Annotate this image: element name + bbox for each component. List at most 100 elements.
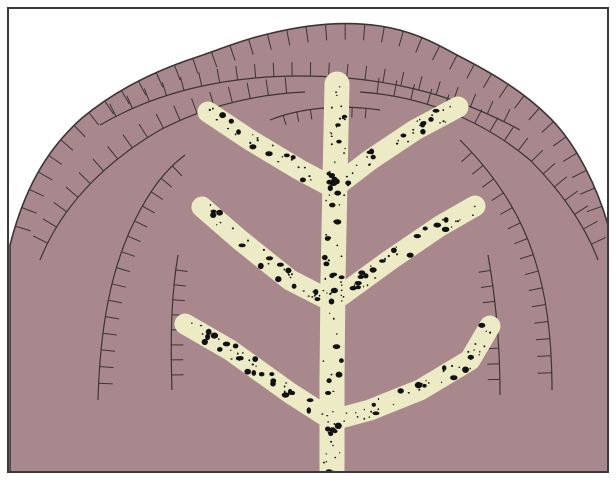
sediment-grain [472, 214, 474, 216]
sediment-grain [284, 154, 290, 158]
sediment-grain [339, 275, 345, 279]
sediment-grain [422, 121, 426, 125]
sediment-grain [328, 432, 330, 434]
sediment-grain [420, 129, 425, 134]
sediment-grain [218, 338, 220, 340]
sediment-grain [342, 117, 344, 119]
sediment-grain [369, 416, 370, 418]
sediment-grain [328, 185, 333, 191]
sediment-grain [336, 333, 337, 335]
sediment-grain [202, 333, 204, 335]
sediment-grain [347, 185, 349, 186]
sediment-grain [450, 375, 457, 380]
sediment-grain [212, 108, 214, 110]
sediment-grain [331, 143, 333, 145]
sediment-grain [418, 389, 420, 391]
sediment-grain [346, 176, 348, 178]
sediment-grain [343, 194, 345, 196]
sediment-grain [345, 181, 351, 186]
sediment-grain [465, 369, 467, 371]
sediment-grain [255, 366, 256, 367]
sediment-grain [329, 313, 330, 314]
sediment-grain [336, 140, 341, 144]
sediment-grain [310, 179, 312, 180]
sediment-grain [252, 356, 258, 362]
sediment-grain [443, 109, 445, 111]
sediment-grain [467, 351, 469, 353]
sediment-grain [371, 155, 376, 160]
sediment-grain [478, 323, 485, 328]
sediment-grain [334, 457, 336, 459]
sediment-grain [269, 372, 274, 376]
sediment-grain [325, 427, 331, 432]
sediment-grain [247, 240, 249, 242]
sediment-grain [341, 300, 343, 301]
sediment-grain [445, 121, 446, 123]
sediment-grain [343, 420, 344, 422]
sediment-grain [339, 358, 344, 363]
sediment-grain [266, 256, 273, 260]
sediment-grain [210, 212, 216, 218]
sediment-grain [323, 262, 329, 267]
sediment-grain [417, 120, 418, 122]
sediment-grain [388, 255, 390, 257]
sediment-grain [244, 369, 251, 375]
sediment-grain [423, 227, 428, 231]
sediment-grain [230, 119, 232, 121]
sediment-grain [300, 178, 306, 183]
sediment-grain [358, 275, 364, 279]
sediment-grain [282, 392, 290, 397]
sediment-grain [407, 253, 414, 258]
sediment-grain [326, 292, 327, 293]
sediment-grain [393, 404, 394, 405]
sediment-grain [396, 246, 397, 247]
sediment-grain [442, 365, 446, 371]
sediment-grain [331, 107, 333, 109]
sediment-grain [249, 144, 256, 149]
sediment-grain [227, 128, 229, 130]
sediment-grain [230, 350, 231, 352]
sediment-grain [346, 413, 348, 414]
hachure-tick [99, 383, 113, 384]
sediment-grain [291, 159, 293, 161]
sediment-grain [370, 411, 372, 413]
sediment-grain [326, 453, 327, 454]
sediment-grain [469, 368, 470, 370]
sediment-grain [288, 274, 290, 276]
sediment-grain [363, 418, 365, 420]
sediment-grain [329, 194, 330, 196]
sediment-grain [332, 173, 334, 175]
sediment-grain [308, 175, 310, 177]
sediment-grain [249, 142, 251, 144]
sediment-grain [428, 117, 433, 122]
sediment-grain [209, 109, 211, 111]
sediment-grain [321, 413, 323, 415]
sediment-grain [311, 296, 313, 298]
sediment-grain [252, 364, 254, 366]
sediment-grain [230, 358, 232, 359]
sediment-grain [272, 145, 274, 147]
sediment-grain [419, 125, 421, 126]
sediment-grain [252, 370, 257, 376]
sediment-grain [439, 122, 441, 123]
sediment-grain [340, 105, 342, 107]
sediment-grain [470, 358, 472, 360]
sediment-grain [330, 182, 337, 186]
sediment-grain [474, 206, 476, 207]
sediment-grain [329, 174, 331, 176]
sediment-grain [353, 287, 354, 288]
sediment-grain [336, 221, 338, 223]
sediment-grain [270, 378, 276, 383]
sediment-grain [336, 124, 337, 126]
sediment-grain [332, 391, 334, 392]
sediment-grain [277, 161, 279, 162]
sediment-grain [357, 416, 359, 418]
sediment-grain [329, 203, 335, 208]
sediment-grain [343, 152, 345, 153]
sediment-grain [370, 265, 371, 267]
sediment-grain [331, 273, 337, 277]
sediment-grain [367, 151, 374, 155]
sediment-grain [459, 219, 460, 220]
